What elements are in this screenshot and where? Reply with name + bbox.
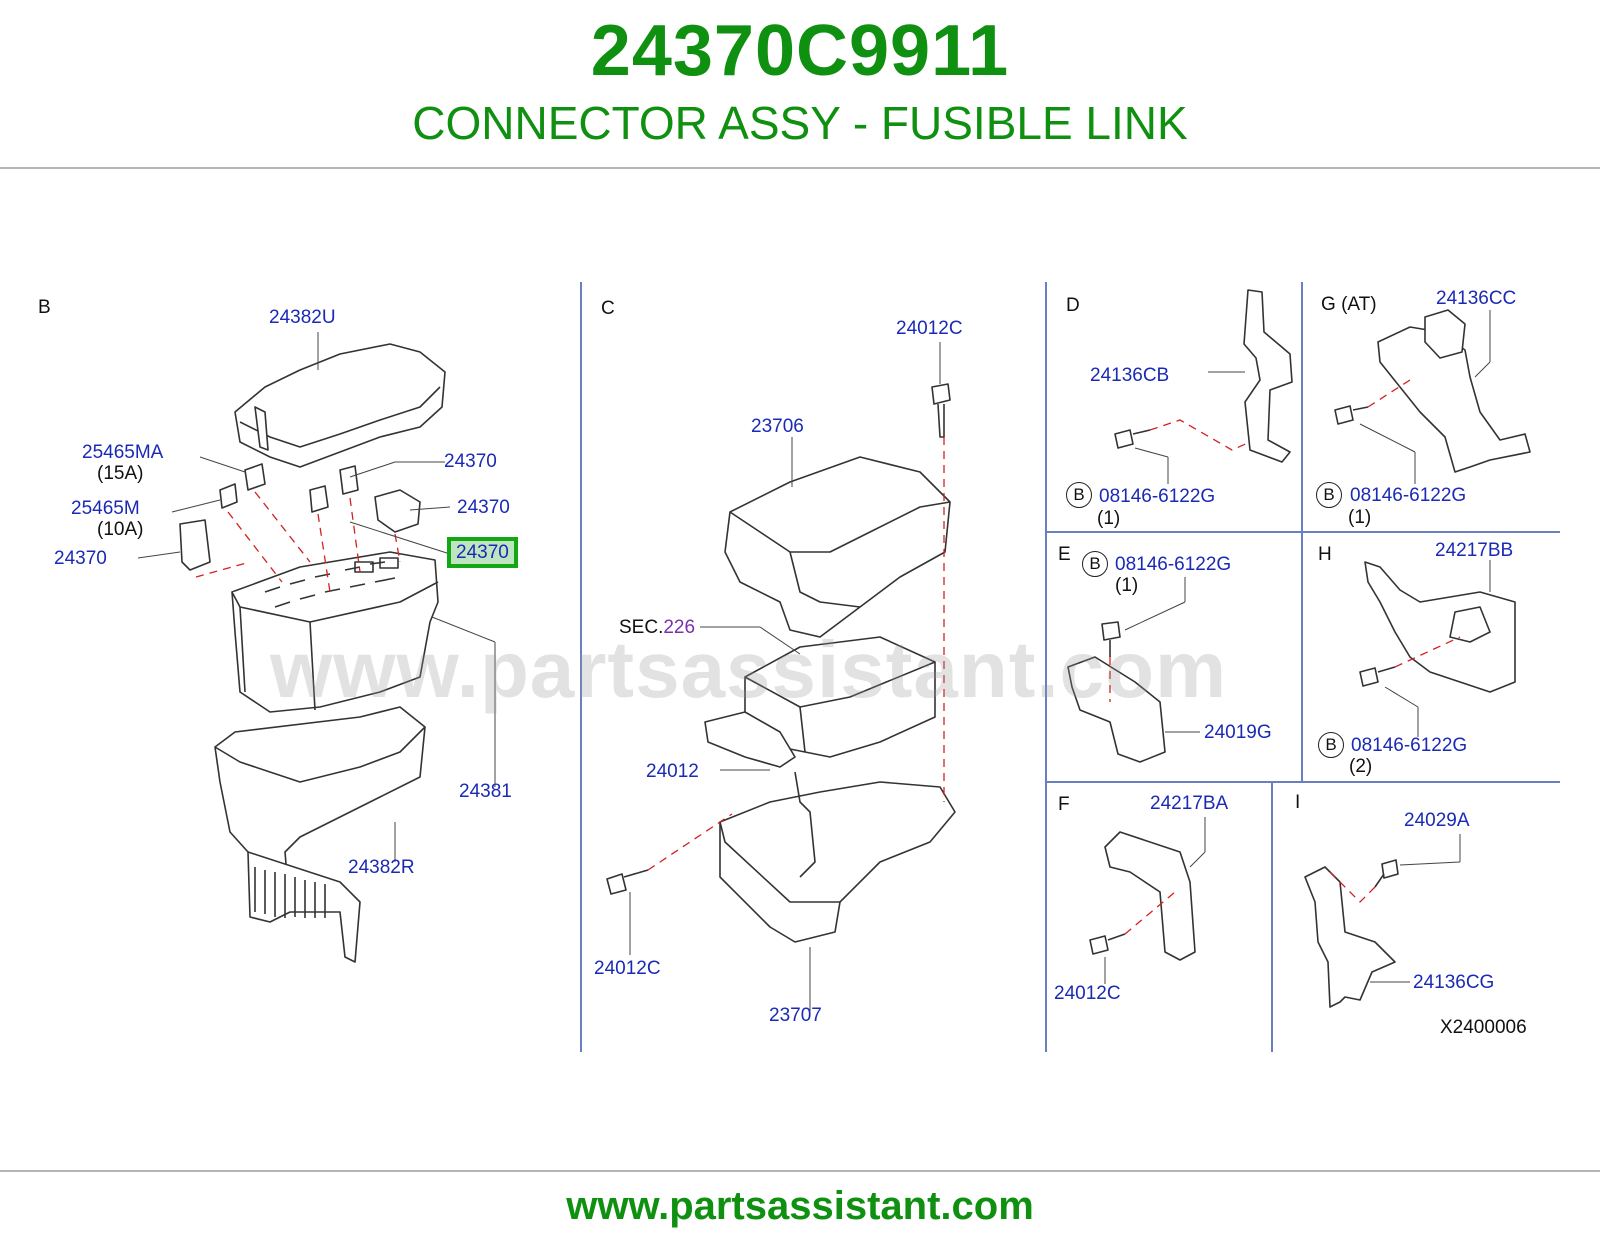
quantity-d: (1) xyxy=(1097,508,1121,529)
section-h-drawing xyxy=(1359,561,1516,693)
section-i-letter: I xyxy=(1295,792,1301,813)
section-d-letter: D xyxy=(1066,295,1080,316)
part-label-08146-6122G-h[interactable]: 08146-6122G xyxy=(1351,735,1468,756)
section-g-letter: G (AT) xyxy=(1321,295,1377,314)
part-label-24136CB[interactable]: 24136CB xyxy=(1090,365,1170,386)
section-g-letter-text: G xyxy=(1321,294,1336,315)
page-header: 24370C9911 CONNECTOR ASSY - FUSIBLE LINK xyxy=(0,0,1600,170)
bolt-code-circle: B xyxy=(1318,732,1344,758)
part-label-24370-c[interactable]: 24370 xyxy=(54,548,107,569)
sec-prefix: SEC. xyxy=(619,617,664,638)
quantity-g: (1) xyxy=(1348,507,1372,528)
part-label-25465M[interactable]: 25465M xyxy=(71,498,140,519)
watermark-text: www.partsassistant.com xyxy=(270,625,1228,714)
part-label-24370-a[interactable]: 24370 xyxy=(444,451,497,472)
part-name-subtitle: CONNECTOR ASSY - FUSIBLE LINK xyxy=(412,97,1188,149)
section-e-letter: E xyxy=(1058,544,1071,565)
part-label-24029A[interactable]: 24029A xyxy=(1404,810,1470,831)
highlighted-part-label-24370[interactable]: 24370 xyxy=(447,537,518,568)
fuse-rating-15a: (15A) xyxy=(97,463,144,484)
header-divider xyxy=(0,167,1600,169)
bolt-code-circle: B xyxy=(1082,551,1108,577)
section-e-drawing xyxy=(1067,621,1166,763)
part-label-08146-6122G-d[interactable]: 08146-6122G xyxy=(1099,486,1216,507)
part-number-title: 24370C9911 xyxy=(590,11,1010,91)
part-label-24381[interactable]: 24381 xyxy=(459,781,512,802)
part-label-24012C-bottom[interactable]: 24012C xyxy=(594,958,661,979)
part-label-24012C-top[interactable]: 24012C xyxy=(896,318,963,339)
part-label-08146-6122G-e[interactable]: 08146-6122G xyxy=(1115,554,1232,575)
part-label-24217BB[interactable]: 24217BB xyxy=(1435,540,1514,561)
part-label-08146-6122G-g[interactable]: 08146-6122G xyxy=(1350,485,1467,506)
section-f-drawing xyxy=(1089,831,1196,961)
quantity-h: (2) xyxy=(1349,756,1373,777)
parts-diagram: www.partsassistant.com B 24382U 25465MA … xyxy=(0,262,1600,1062)
sec-number[interactable]: 226 xyxy=(663,617,696,638)
diagram-drawing xyxy=(137,282,1560,1052)
section-g-drawing xyxy=(1334,309,1531,473)
section-g-suffix: (AT) xyxy=(1341,294,1377,315)
part-label-25465MA[interactable]: 25465MA xyxy=(82,442,164,463)
part-label-24217BA[interactable]: 24217BA xyxy=(1150,793,1229,814)
part-label-24382R[interactable]: 24382R xyxy=(348,857,415,878)
section-c-leaders xyxy=(629,342,941,1012)
part-label-24012C-f[interactable]: 24012C xyxy=(1054,983,1121,1004)
section-d-drawing xyxy=(1114,289,1293,463)
section-reference[interactable]: SEC.226 xyxy=(619,618,695,637)
section-b-letter: B xyxy=(38,297,51,318)
section-h-letter: H xyxy=(1318,544,1332,565)
section-c-dashes xyxy=(647,437,945,871)
section-c-letter: C xyxy=(601,298,615,319)
part-label-24012[interactable]: 24012 xyxy=(646,761,699,782)
section-i-drawing xyxy=(1304,859,1399,1008)
bolt-code-circle: B xyxy=(1066,482,1092,508)
panel-dividers xyxy=(580,282,1560,1052)
diagram-code: X2400006 xyxy=(1440,1017,1527,1038)
fuse-rating-10a: (10A) xyxy=(97,519,144,540)
part-label-23707[interactable]: 23707 xyxy=(769,1005,822,1026)
part-label-24382U[interactable]: 24382U xyxy=(269,307,336,328)
bolt-code-circle: B xyxy=(1316,482,1342,508)
footer-divider xyxy=(0,1170,1600,1172)
section-f-letter: F xyxy=(1058,794,1070,815)
part-label-24370-b[interactable]: 24370 xyxy=(457,497,510,518)
section-b-drawing xyxy=(179,343,446,963)
section-c-drawing xyxy=(606,383,956,943)
part-label-23706[interactable]: 23706 xyxy=(751,416,804,437)
section-b-dashes xyxy=(195,491,401,593)
part-label-24136CG[interactable]: 24136CG xyxy=(1413,972,1495,993)
footer-url[interactable]: www.partsassistant.com xyxy=(566,1184,1034,1228)
part-label-24136CC[interactable]: 24136CC xyxy=(1436,288,1517,309)
section-b-leaders xyxy=(137,332,496,862)
part-label-24019G[interactable]: 24019G xyxy=(1204,722,1272,743)
quantity-e: (1) xyxy=(1115,575,1139,596)
